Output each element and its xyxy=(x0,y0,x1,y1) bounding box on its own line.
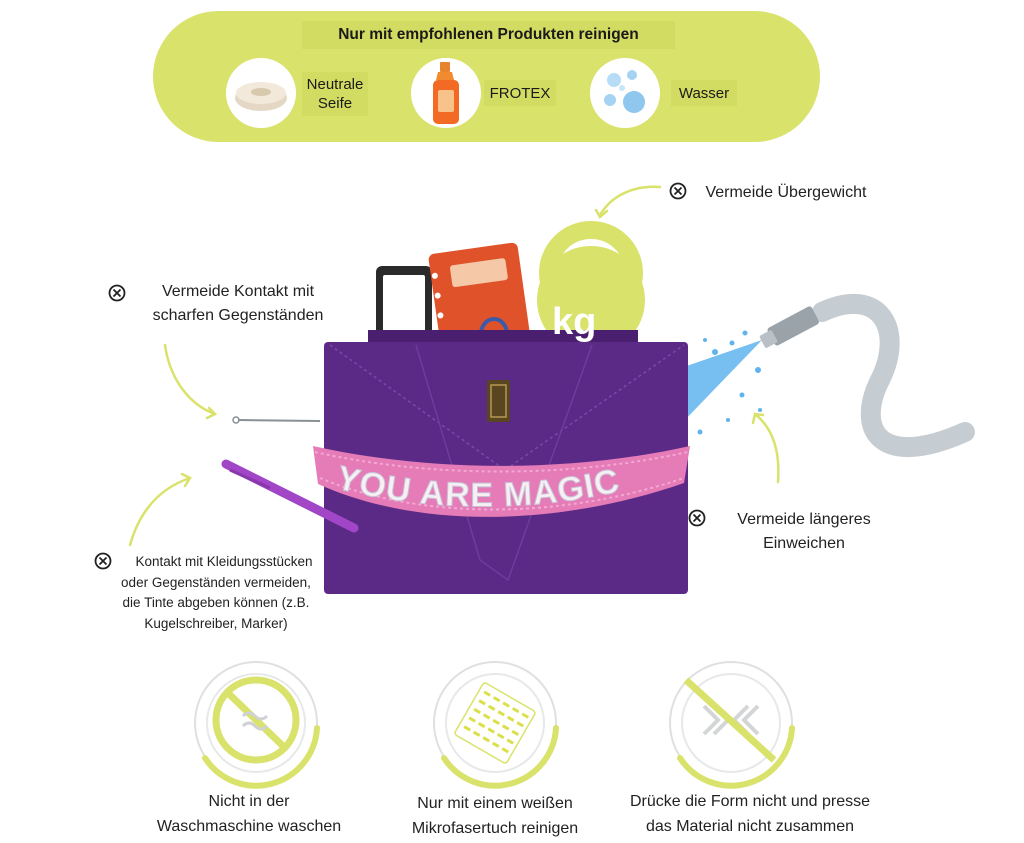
cleaner-bottle-icon xyxy=(433,62,459,124)
warning-sharp-objects: Vermeide Kontakt mit scharfen Gegenständ… xyxy=(152,283,324,324)
strap-slogan: YOU ARE MAGIC xyxy=(333,459,623,515)
soap-icon xyxy=(235,82,287,111)
kettlebell-label: kg xyxy=(552,301,596,343)
warning-overweight: Vermeide Übergewicht xyxy=(669,181,866,205)
care-no-pressing: Drücke die Form nicht und presse das Mat… xyxy=(629,793,871,835)
care-no-machine-wash: Nicht in der Waschmaschine waschen xyxy=(156,793,342,835)
no-icon xyxy=(94,552,112,570)
no-icon xyxy=(688,509,706,527)
water-icon-circle xyxy=(590,58,660,128)
banner-title: Nur mit empfohlenen Produkten reinigen xyxy=(302,21,675,49)
product-label-frotex: FROTEX xyxy=(484,80,556,106)
microfiber-cloth-icon xyxy=(433,661,559,789)
care-microfiber-cloth: Nur mit einem weißen Mikrofasertuch rein… xyxy=(411,795,579,837)
no-icon xyxy=(108,284,126,302)
no-icon xyxy=(669,182,687,200)
warning-soaking: Vermeide längeres Einweichen xyxy=(737,511,871,552)
no-pressing-icon xyxy=(669,661,795,789)
no-washing-machine-icon xyxy=(194,661,320,789)
water-bubbles-icon xyxy=(604,70,645,113)
warning-ink-transfer: Kontakt mit Kleidungsstücken oder Gegens… xyxy=(121,554,313,631)
product-label-water: Wasser xyxy=(671,80,737,106)
